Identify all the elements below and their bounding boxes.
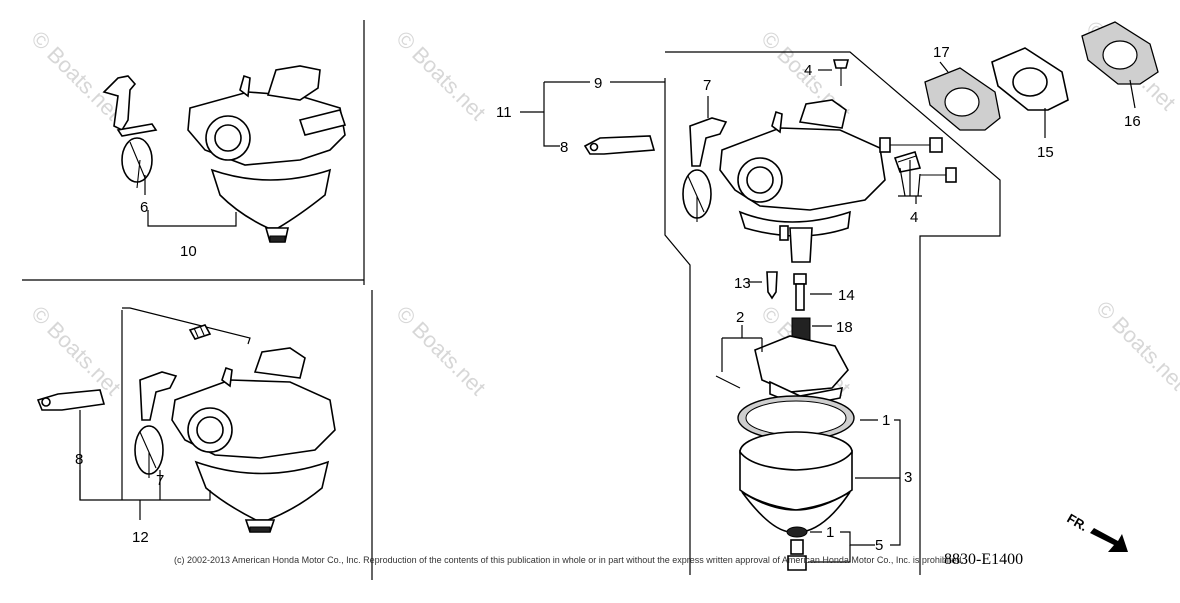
part-label-8: 8 xyxy=(75,451,83,468)
watermark: © Boats.net xyxy=(391,301,490,400)
part-label-13: 13 xyxy=(734,275,751,292)
panel-dividers xyxy=(22,20,373,580)
part-label-1: 1 xyxy=(826,524,834,541)
part-label-9: 9 xyxy=(594,75,602,92)
part-label-10: 10 xyxy=(180,243,197,260)
part-label-7: 7 xyxy=(156,472,164,489)
carburetor-top-left xyxy=(102,65,347,243)
part-label-12: 12 xyxy=(132,529,149,546)
copyright-notice: (c) 2002-2013 American Honda Motor Co., … xyxy=(174,555,964,565)
part-label-11: 11 xyxy=(496,104,512,121)
carburetor-bottom-left xyxy=(36,307,336,533)
front-direction-arrow xyxy=(1090,528,1128,552)
watermark: © Boats.net xyxy=(26,26,125,125)
front-direction-label: FR. xyxy=(1065,511,1091,534)
part-label-6: 6 xyxy=(140,199,148,216)
part-label-17: 17 xyxy=(933,44,950,61)
exploded-view-outline xyxy=(664,51,1001,575)
part-label-1: 1 xyxy=(882,412,890,429)
part-label-4: 4 xyxy=(910,209,918,226)
part-label-2: 2 xyxy=(736,309,744,326)
part-label-4: 4 xyxy=(804,62,812,79)
part-label-14: 14 xyxy=(838,287,855,304)
part-label-5: 5 xyxy=(875,537,883,554)
part-label-3: 3 xyxy=(904,469,912,486)
part-label-16: 16 xyxy=(1124,113,1141,130)
watermark: © Boats.net xyxy=(391,26,490,125)
part-label-18: 18 xyxy=(836,319,853,336)
exploded-view-parts xyxy=(520,21,1159,571)
watermark: © Boats.net xyxy=(1091,296,1180,395)
part-label-8: 8 xyxy=(560,139,568,156)
part-label-7: 7 xyxy=(703,77,711,94)
diagram-code: 8830-E1400 xyxy=(944,551,1023,568)
watermark: © Boats.net xyxy=(26,301,125,400)
part-label-15: 15 xyxy=(1037,144,1054,161)
